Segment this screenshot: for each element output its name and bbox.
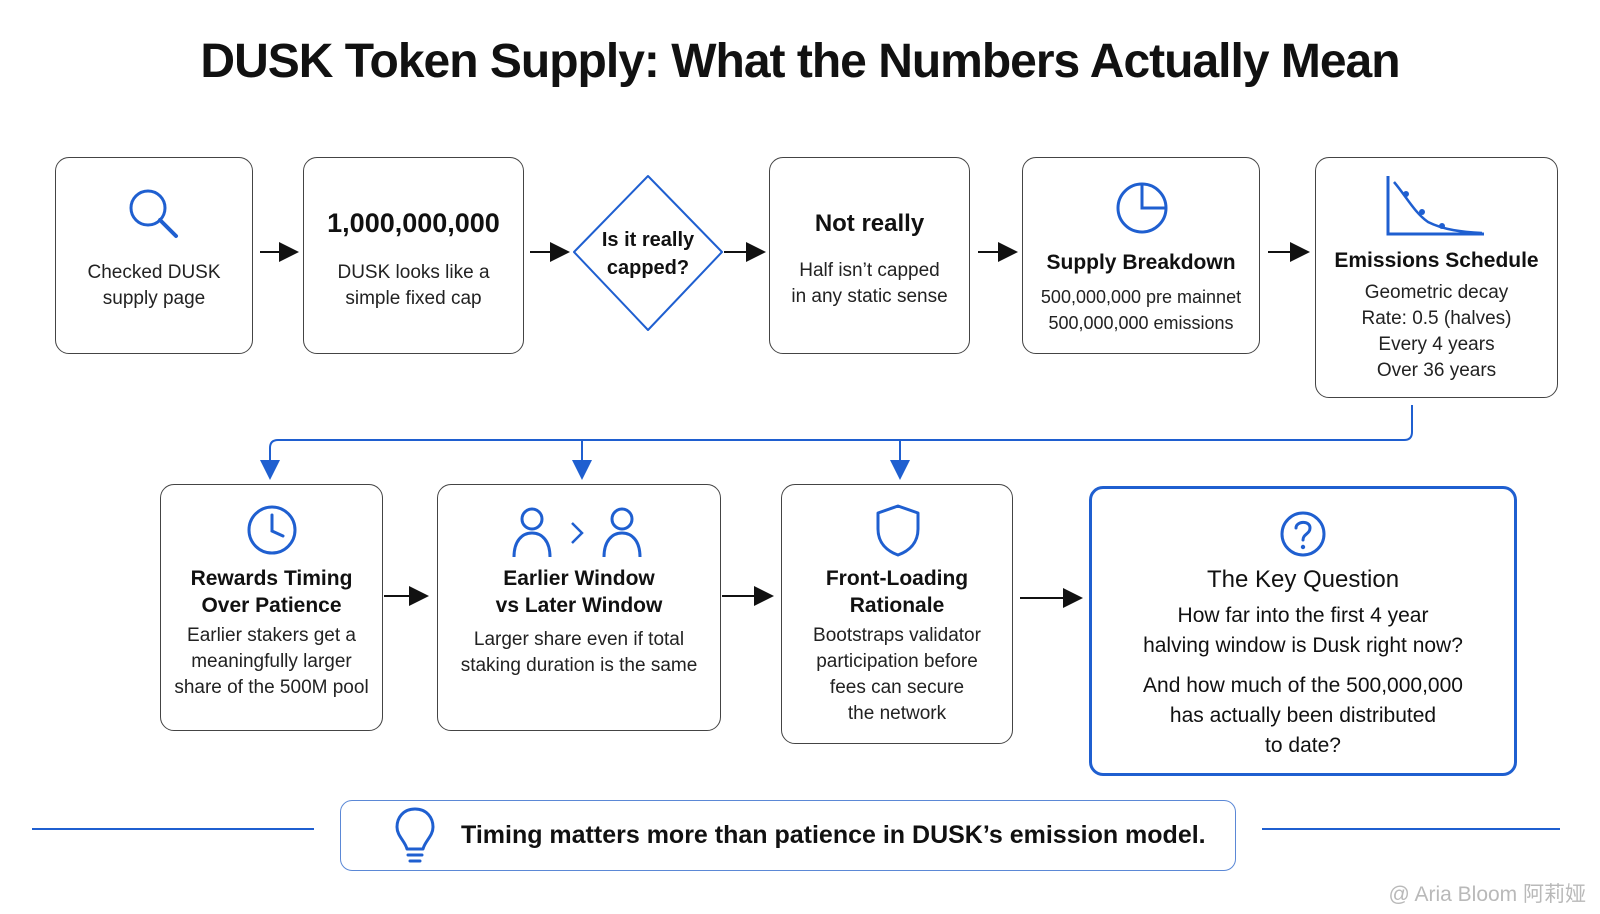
checked-line-2: supply page	[102, 288, 206, 309]
breakdown-heading: Supply Breakdown	[1046, 251, 1236, 274]
question-diamond	[573, 175, 723, 331]
rewards-heading-1: Rewards Timing	[190, 567, 353, 590]
window-line-1: Larger share even if total	[473, 629, 685, 650]
cap-line-1: DUSK looks like a	[337, 262, 490, 283]
emissions-line-4: Over 36 years	[1376, 360, 1497, 381]
takeaway-text: Timing matters more than patience in DUS…	[461, 821, 1206, 849]
window-line-2: staking duration is the same	[460, 655, 698, 676]
key-heading: The Key Question	[1206, 566, 1400, 593]
cap-number: 1,000,000,000	[327, 208, 500, 238]
question-line-2: capped?	[606, 257, 690, 279]
emissions-line-3: Every 4 years	[1378, 334, 1495, 355]
window-heading-1: Earlier Window	[503, 567, 655, 590]
front-line-4: the network	[847, 703, 947, 724]
window-compare-box: Earlier Window vs Later Window Larger sh…	[437, 484, 721, 731]
not-really-line-1: Half isn’t capped	[799, 260, 940, 281]
question-diamond-text: Is it really capped?	[578, 226, 718, 282]
decay-chart-icon	[1386, 176, 1484, 236]
front-loading-box: Front-Loading Rationale Bootstraps valid…	[781, 484, 1013, 744]
emissions-line-1: Geometric decay	[1364, 282, 1509, 303]
magnifier-icon	[129, 189, 178, 238]
breakdown-line-2: 500,000,000 emissions	[1048, 313, 1234, 333]
users-compare-icon	[512, 507, 642, 558]
key-line-5: to date?	[1265, 734, 1341, 757]
lightbulb-icon	[395, 807, 435, 863]
front-heading-1: Front-Loading	[825, 567, 969, 590]
supply-breakdown-box: Supply Breakdown 500,000,000 pre mainnet…	[1022, 157, 1260, 354]
front-line-1: Bootstraps validator	[813, 625, 981, 646]
fixed-cap-box: 1,000,000,000 DUSK looks like a simple f…	[303, 157, 524, 354]
branch-line	[260, 405, 1413, 480]
emissions-schedule-box: Emissions Schedule Geometric decay Rate:…	[1315, 157, 1558, 398]
rewards-timing-box: Rewards Timing Over Patience Earlier sta…	[160, 484, 383, 731]
checked-supply-box: Checked DUSK supply page	[55, 157, 253, 354]
takeaway-banner: Timing matters more than patience in DUS…	[340, 800, 1236, 871]
window-heading-2: vs Later Window	[495, 594, 663, 617]
question-line-1: Is it really	[601, 229, 695, 251]
front-heading-2: Rationale	[849, 594, 945, 617]
checked-line-1: Checked DUSK	[87, 262, 221, 283]
key-question-box: The Key Question How far into the first …	[1089, 486, 1517, 776]
question-icon	[1280, 511, 1326, 557]
key-line-2: halving window is Dusk right now?	[1143, 634, 1463, 657]
watermark: @ Aria Bloom 阿莉娅	[1388, 883, 1586, 906]
not-really-heading: Not really	[814, 210, 925, 237]
key-line-1: How far into the first 4 year	[1177, 604, 1429, 627]
front-line-2: participation before	[816, 651, 978, 672]
key-line-3: And how much of the 500,000,000	[1143, 674, 1463, 697]
front-line-3: fees can secure	[829, 677, 965, 698]
emissions-line-2: Rate: 0.5 (halves)	[1361, 308, 1512, 329]
pie-chart-icon	[1116, 182, 1168, 234]
not-really-line-2: in any static sense	[791, 286, 948, 307]
cap-line-2: simple fixed cap	[345, 288, 482, 309]
clock-icon	[247, 505, 297, 555]
rewards-line-3: share of the 500M pool	[174, 677, 369, 698]
rewards-line-1: Earlier stakers get a	[187, 625, 356, 646]
shield-icon	[876, 504, 920, 557]
rewards-line-2: meaningfully larger	[191, 651, 352, 672]
emissions-heading: Emissions Schedule	[1334, 249, 1539, 272]
page-title: DUSK Token Supply: What the Numbers Actu…	[200, 35, 1400, 88]
key-line-4: has actually been distributed	[1169, 704, 1437, 727]
breakdown-line-1: 500,000,000 pre mainnet	[1040, 287, 1242, 307]
not-really-box: Not really Half isn’t capped in any stat…	[769, 157, 970, 354]
rewards-heading-2: Over Patience	[201, 594, 342, 617]
